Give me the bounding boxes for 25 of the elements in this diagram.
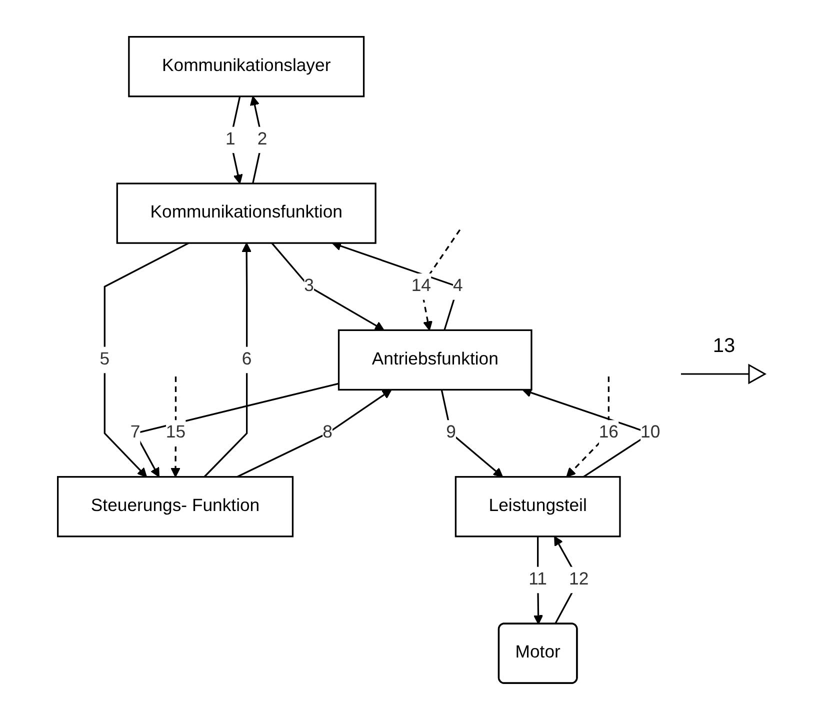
node-box: Steuerungs- Funktion [57, 476, 294, 538]
edge-label: 15 [166, 423, 186, 442]
edge-label: 3 [304, 276, 314, 296]
edge-label: 1 [226, 130, 236, 149]
node-box: Leistungsteil [454, 476, 621, 538]
edge-label: 11 [528, 570, 547, 589]
node-box: Kommunikationslayer [128, 36, 365, 98]
arrow [440, 390, 504, 478]
edge-label: 2 [257, 130, 268, 149]
arrow [236, 389, 392, 478]
edge-label: 16 [598, 423, 618, 442]
arrow [204, 242, 252, 478]
arrow [271, 242, 384, 331]
edge-label: 14 [411, 276, 431, 296]
edge-label: 10 [640, 423, 660, 442]
edge-label: 6 [242, 350, 252, 369]
node-box: Kommunikationsfunktion [116, 182, 376, 244]
arrow-number: 13 [712, 334, 736, 358]
node-box: Antriebsfunktion [338, 329, 532, 391]
edge-label: 4 [453, 276, 463, 296]
edge-label: 8 [322, 423, 332, 442]
edge-label: 5 [100, 350, 110, 369]
edge-label: 7 [130, 423, 140, 442]
edge-label: 12 [569, 570, 589, 589]
edge-label: 9 [446, 423, 456, 442]
